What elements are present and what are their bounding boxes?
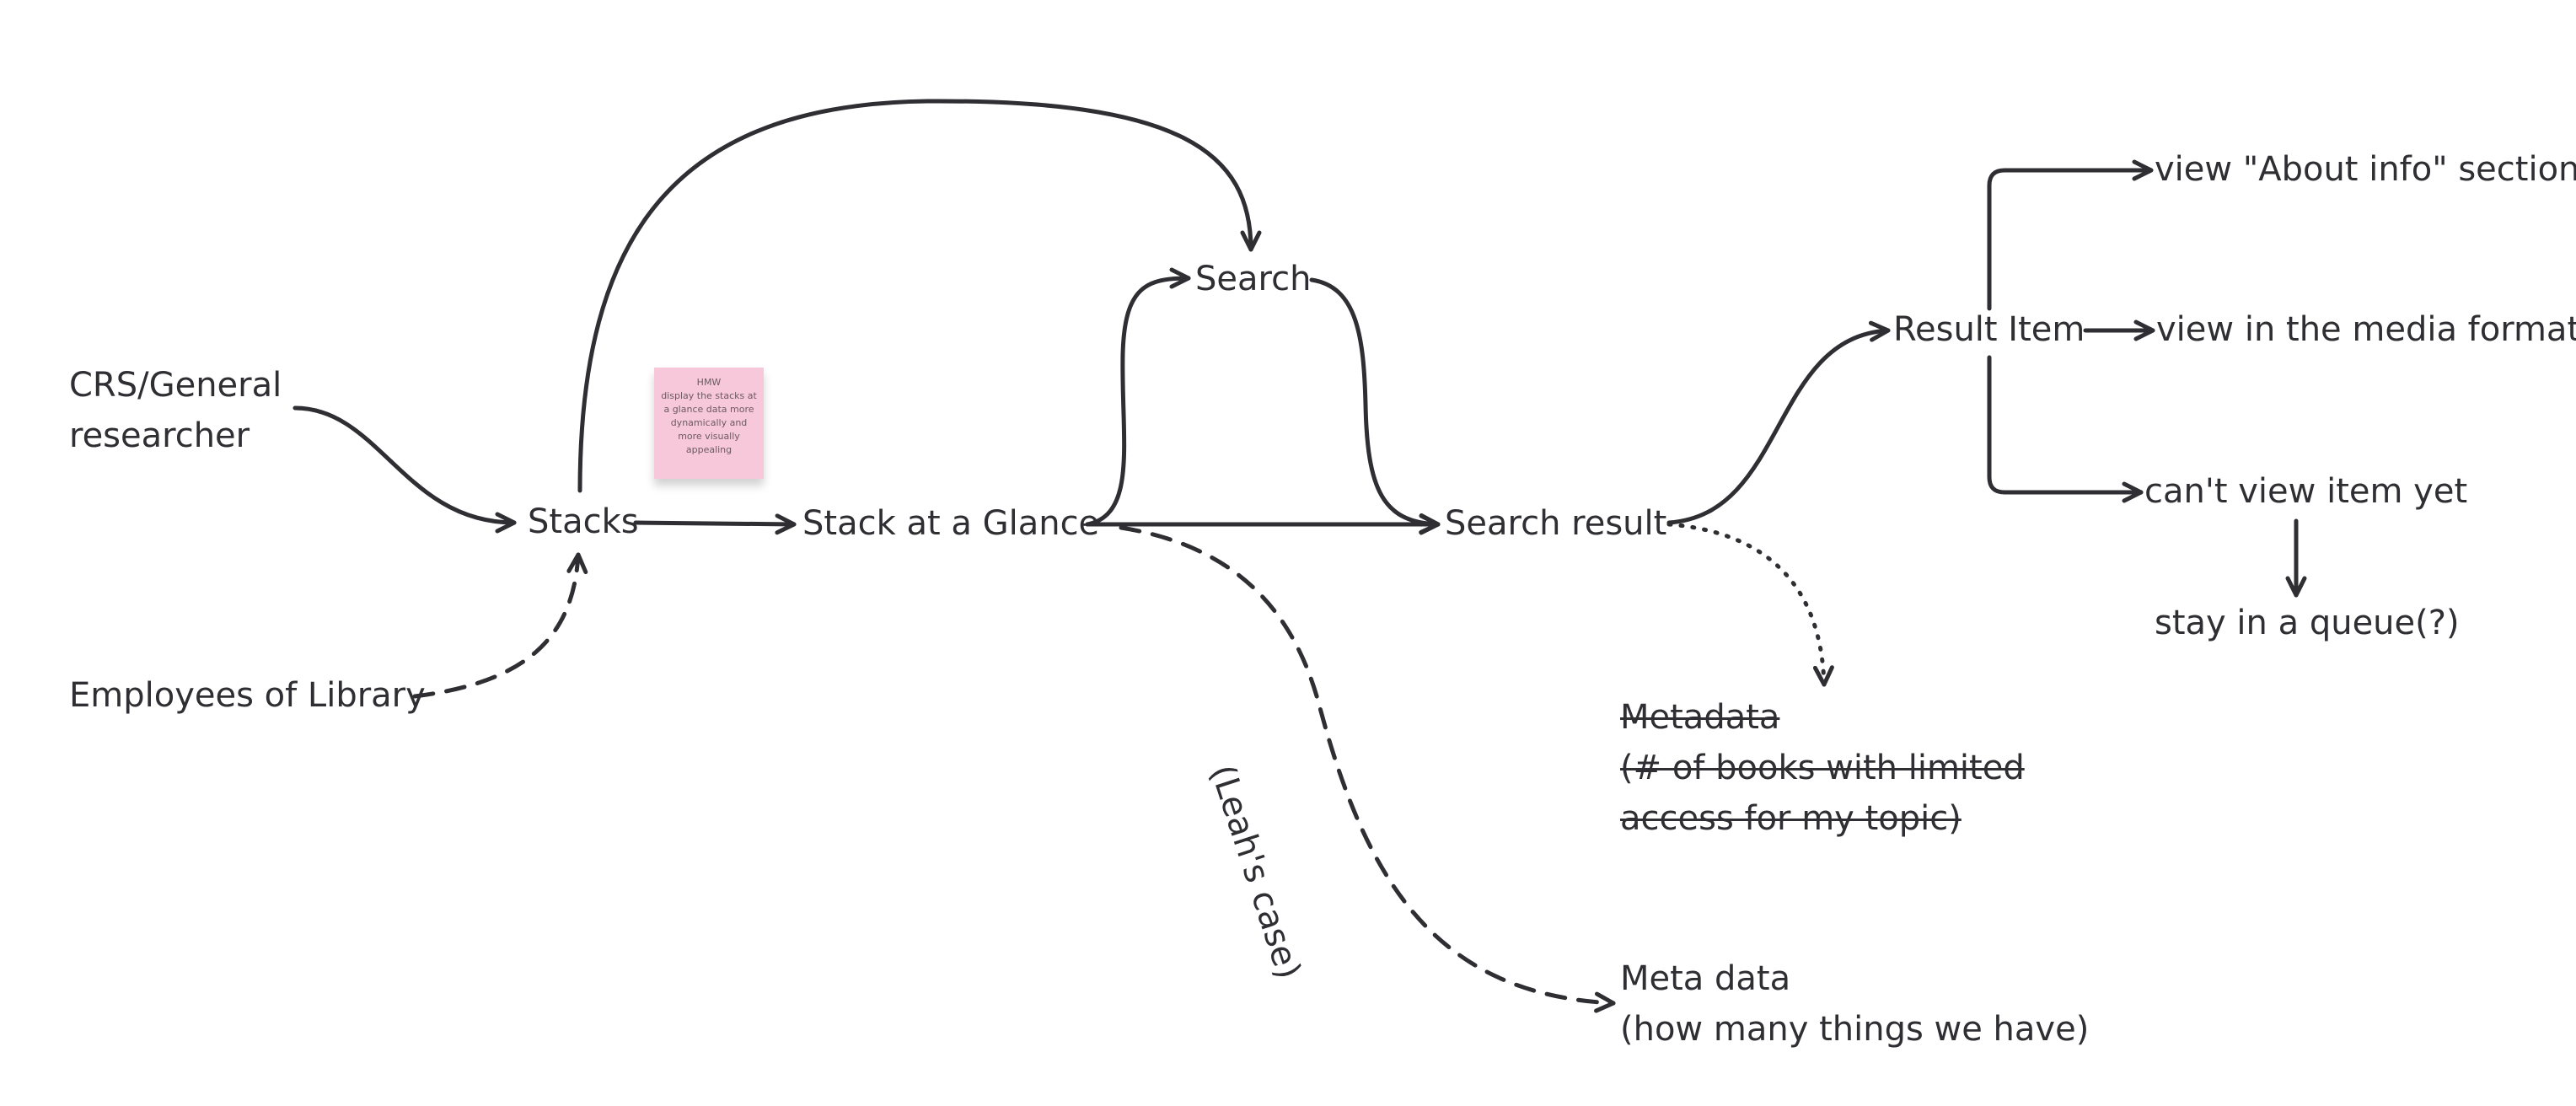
sticky-note-hmw: HMW display the stacks at a glance data … [654,368,764,479]
node-metadata-struck-line1: Metadata [1620,698,1780,737]
node-stack-at-a-glance: Stack at a Glance [802,504,1100,543]
edge-employees-to-stacks [412,552,588,699]
edge-stacks-to-glance [633,513,797,535]
node-meta-data-line2: (how many things we have) [1620,1010,2090,1049]
node-view-about-info: view "About info" section [2155,150,2576,189]
node-cant-view-item: can't view item yet [2144,472,2468,511]
sticky-note-title: HMW [696,377,722,388]
node-view-media-format: view in the media format [2156,310,2576,349]
edge-glance-to-search [1085,267,1191,527]
edge-result-to-metadata-struck [1666,522,1834,687]
edge-stacks-to-search [577,99,1262,493]
node-crs-general-researcher-line2: researcher [69,416,250,455]
edge-glance-to-metadata [1119,525,1616,1013]
node-stacks: Stacks [528,502,639,541]
node-search-result: Search result [1445,504,1667,543]
sticky-note-body: display the stacks at a glance data more… [661,390,757,455]
edge-crs-to-stacks [292,405,517,534]
node-metadata-struck-line2: (# of books with limited [1620,749,2025,787]
node-meta-data-line1: Meta data [1620,959,1791,998]
node-metadata-struck-line3: access for my topic) [1620,799,1962,838]
node-search: Search [1195,260,1312,298]
edge-result-to-item [1666,320,1891,525]
node-employees-of-library: Employees of Library [69,676,426,715]
edge-item-to-about [1987,159,2154,311]
node-crs-general-researcher-line1: CRS/General [69,366,282,405]
edge-item-to-cantview [1987,355,2144,503]
edge-search-to-result [1309,277,1441,534]
node-result-item: Result Item [1893,310,2085,349]
node-stay-in-queue: stay in a queue(?) [2155,604,2460,642]
